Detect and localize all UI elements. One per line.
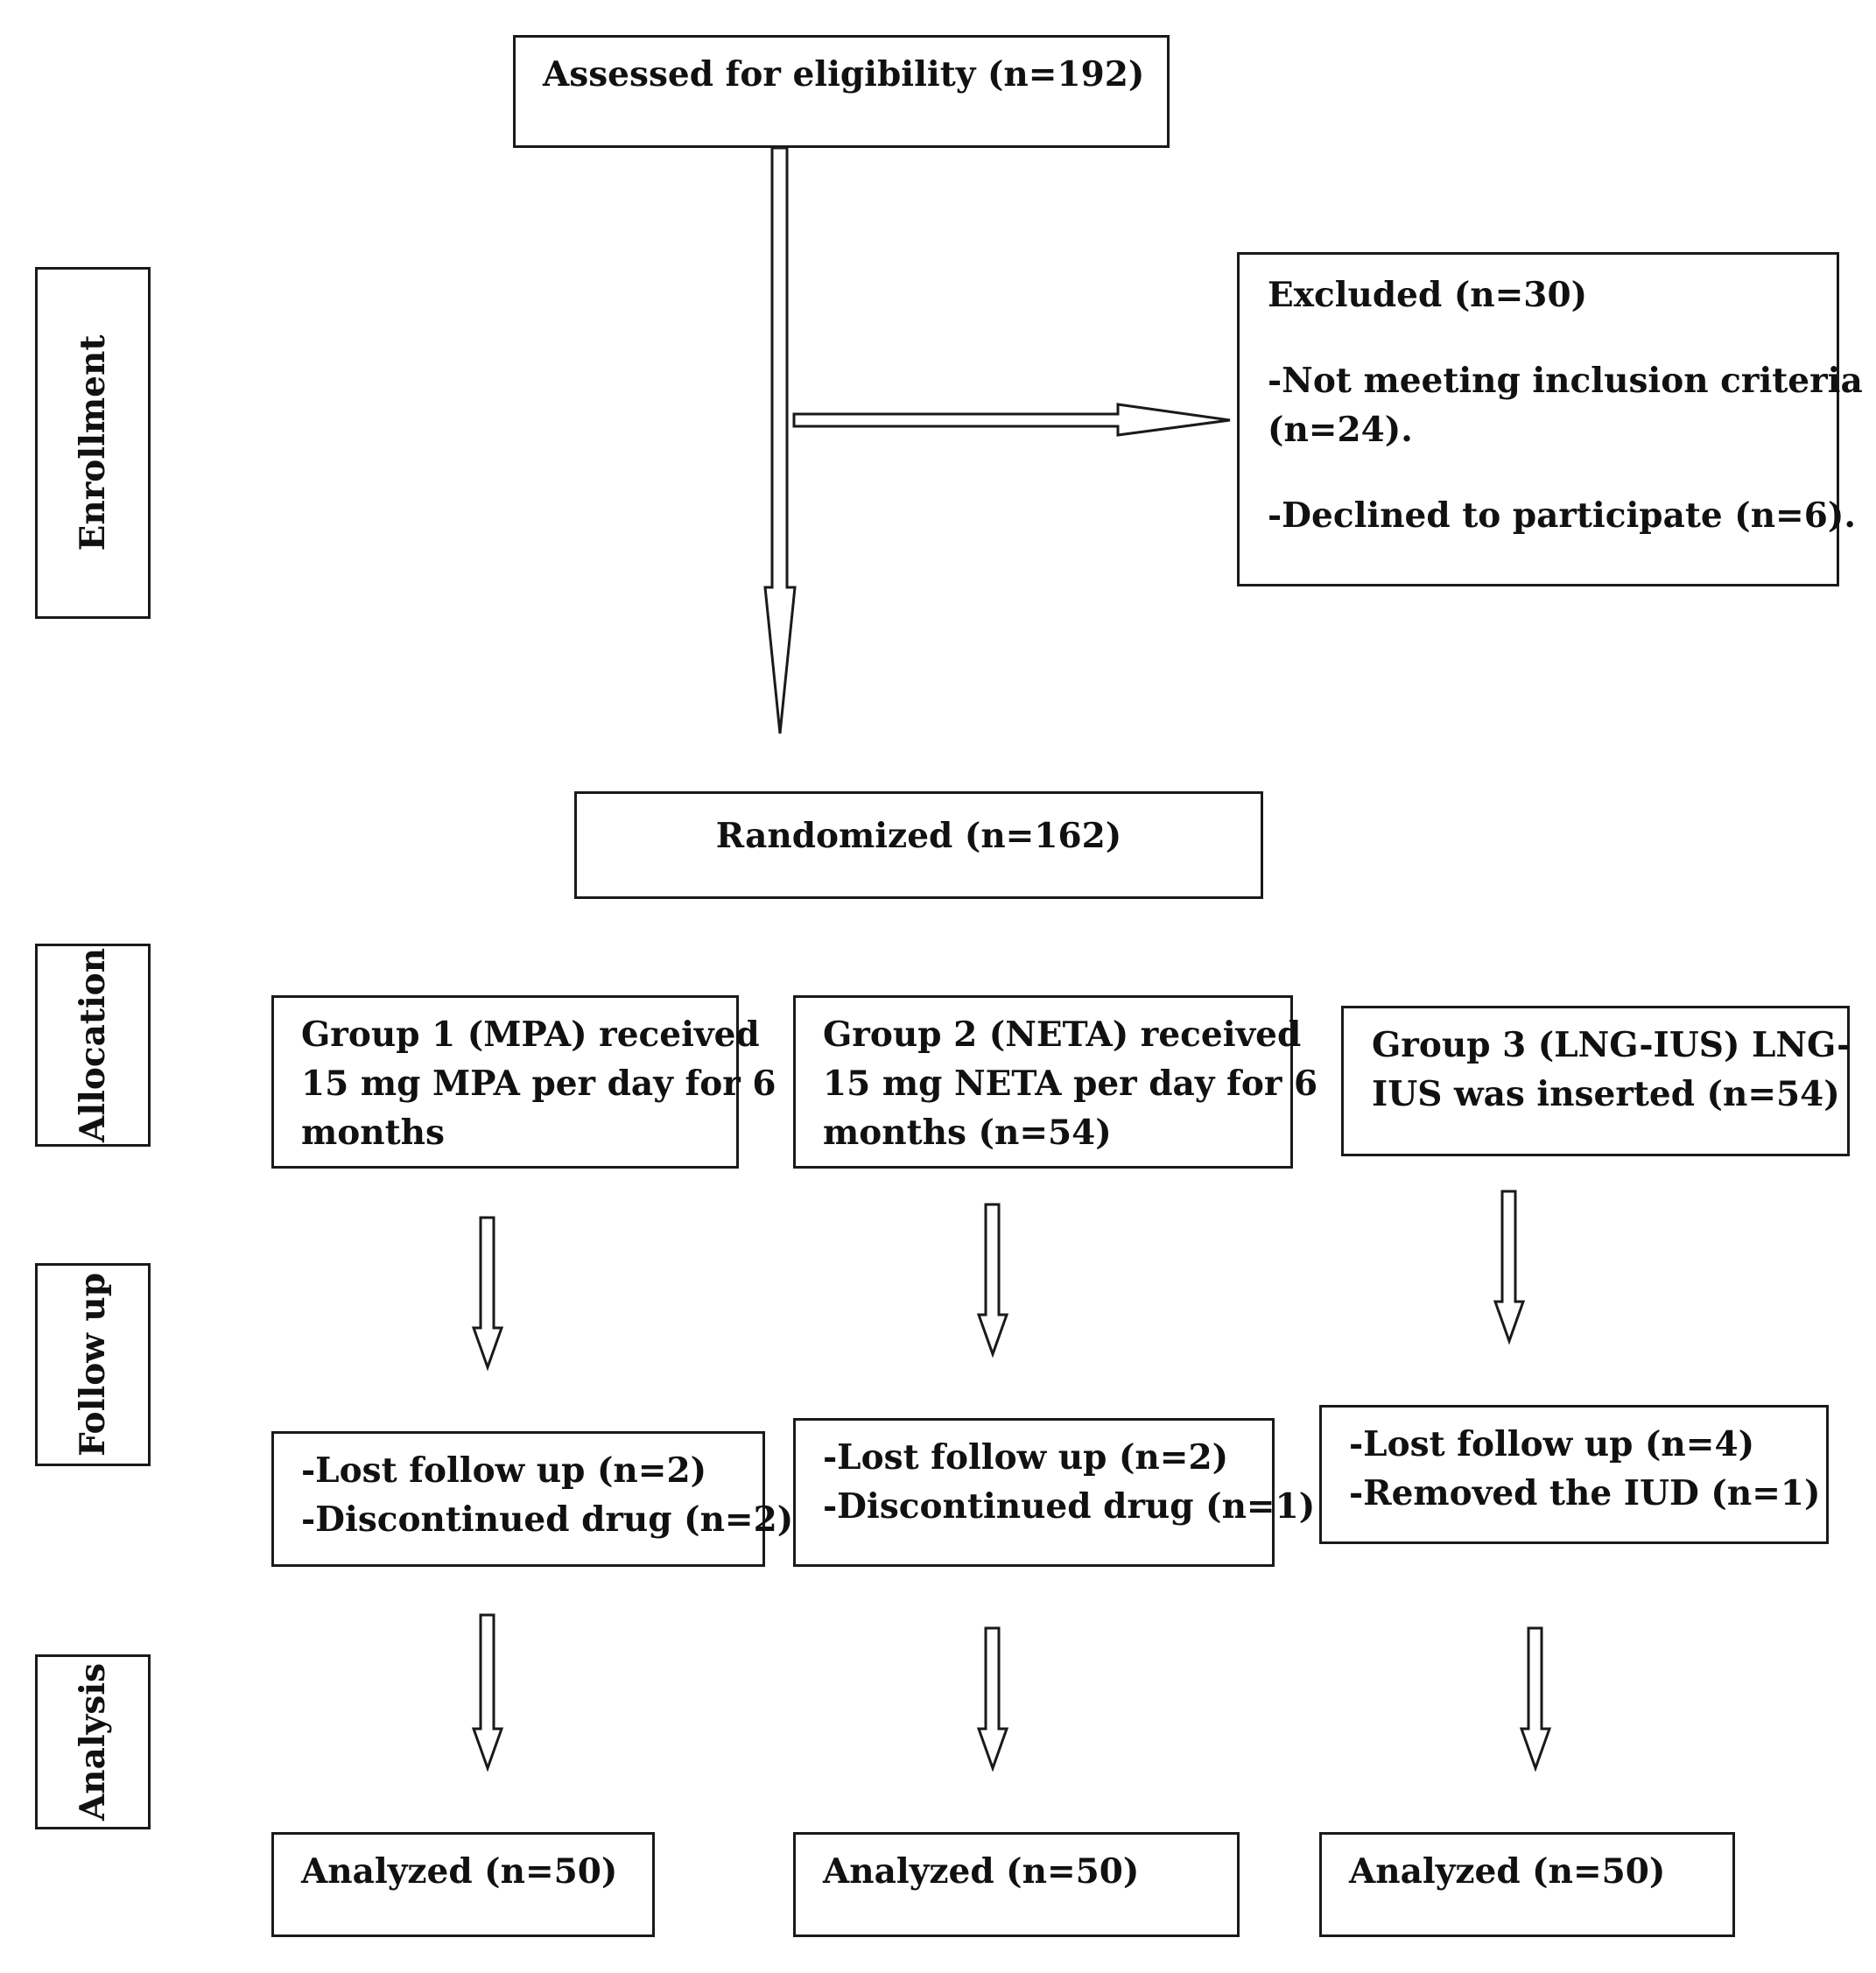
stage-enrollment: Enrollment [35,267,151,619]
group-2-follow-up-box: -Lost follow up (n=2) -Discontinued drug… [793,1418,1316,1567]
assessed-text: Assessed for eligibility (n=192) [543,54,1145,95]
group-1-line-2: 15 mg MPA per day for 6 [301,1064,776,1104]
randomized-box: Randomized (n=162) [574,791,1263,899]
excluded-box: Excluded (n=30) -Not meeting inclusion c… [1237,252,1863,586]
group-3-follow-up-box: -Lost follow up (n=4) -Removed the IUD (… [1319,1405,1829,1544]
group-2-line-3: months (n=54) [823,1113,1112,1153]
arrow-group-2-allocation-to-follow-up [976,1203,1009,1359]
arrow-group-2-follow-up-to-analysis [976,1626,1009,1773]
excluded-reason-1-line-1: -Not meeting inclusion criteria [1268,361,1863,401]
excluded-title: Excluded (n=30) [1268,275,1588,315]
stage-follow-up: Follow up [35,1263,151,1466]
arrow-to-excluded [792,403,1231,437]
group-3-removed: -Removed the IUD (n=1) [1349,1473,1821,1513]
group-2-discontinued: -Discontinued drug (n=1) [823,1486,1316,1527]
group-1-follow-up-box: -Lost follow up (n=2) -Discontinued drug… [271,1431,794,1567]
arrow-group-1-allocation-to-follow-up [471,1216,504,1372]
group-1-analyzed: Analyzed (n=50) [301,1851,618,1892]
stage-analysis: Analysis [35,1654,151,1829]
arrow-assessed-to-randomized [763,146,797,734]
stage-allocation: Allocation [35,944,151,1147]
group-1-line-1: Group 1 (MPA) received [301,1015,760,1055]
group-2-analyzed: Analyzed (n=50) [823,1851,1140,1892]
group-2-analyzed-box: Analyzed (n=50) [793,1832,1240,1937]
group-2-line-2: 15 mg NETA per day for 6 [823,1064,1318,1104]
arrow-group-1-follow-up-to-analysis [471,1613,504,1773]
group-2-line-1: Group 2 (NETA) received [823,1015,1302,1055]
assessed-box: Assessed for eligibility (n=192) [513,35,1170,148]
group-3-analyzed-box: Analyzed (n=50) [1319,1832,1735,1937]
group-2-lost: -Lost follow up (n=2) [823,1437,1229,1478]
arrow-group-3-allocation-to-follow-up [1493,1190,1526,1345]
group-3-line-1: Group 3 (LNG-IUS) LNG- [1372,1025,1851,1065]
group-1-lost: -Lost follow up (n=2) [301,1450,707,1491]
arrow-group-3-follow-up-to-analysis [1519,1626,1552,1773]
group-1-analyzed-box: Analyzed (n=50) [271,1832,655,1937]
group-3-box: Group 3 (LNG-IUS) LNG- IUS was inserted … [1341,1006,1851,1156]
group-1-discontinued: -Discontinued drug (n=2) [301,1499,794,1540]
group-3-lost: -Lost follow up (n=4) [1349,1424,1755,1464]
excluded-reason-1-line-2: (n=24). [1268,410,1413,450]
group-3-analyzed: Analyzed (n=50) [1349,1851,1666,1892]
group-3-line-2: IUS was inserted (n=54) [1372,1074,1840,1114]
excluded-reason-2: -Declined to participate (n=6). [1268,495,1856,536]
randomized-text: Randomized (n=162) [715,816,1122,856]
group-1-line-3: months [301,1113,445,1153]
group-2-box: Group 2 (NETA) received 15 mg NETA per d… [793,995,1318,1169]
group-1-box: Group 1 (MPA) received 15 mg MPA per day… [271,995,776,1169]
